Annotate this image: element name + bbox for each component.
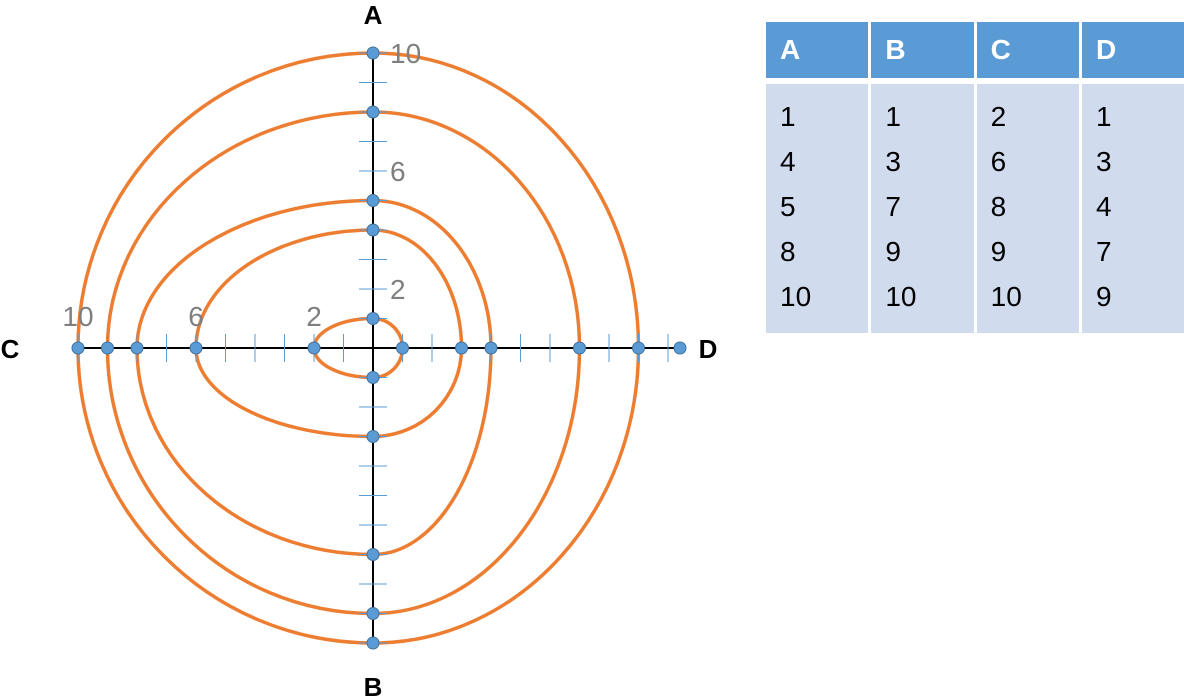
axis-label-a: A <box>364 0 383 30</box>
tick-label: 2 <box>390 274 406 305</box>
table-column-c: 2 6 8 9 10 <box>975 81 1082 333</box>
tick-label: 2 <box>306 301 322 332</box>
table-cell: 8 <box>780 236 796 267</box>
table-header-cell: A <box>766 22 872 84</box>
table-cell: 10 <box>780 281 812 312</box>
data-point <box>484 341 498 355</box>
data-point <box>366 548 380 561</box>
table-cell: 3 <box>885 146 901 177</box>
tick-label: 6 <box>188 301 204 332</box>
data-point <box>573 341 586 355</box>
axis-label-d: D <box>699 334 718 364</box>
radar-diagram: 10 6 2 10 6 2 A B C D <box>1 0 718 698</box>
tick-label: 6 <box>390 156 406 187</box>
table-cell: 9 <box>885 236 901 267</box>
table-column-d: 1 3 4 7 9 <box>1080 81 1184 333</box>
tick-marks <box>77 52 669 644</box>
data-table: A B C D 1 4 5 8 10 1 3 7 9 10 2 6 <box>766 22 1184 333</box>
table-cell: 4 <box>1095 191 1112 222</box>
data-point <box>396 341 409 355</box>
data-point <box>71 341 85 355</box>
table-cell: 1 <box>780 101 796 132</box>
table-cell: 9 <box>990 236 1007 267</box>
data-point <box>632 341 645 355</box>
data-point <box>366 430 380 443</box>
data-point <box>366 636 380 650</box>
table-cell: 10 <box>990 281 1022 312</box>
data-point <box>366 194 380 207</box>
table-cell: 10 <box>885 281 917 312</box>
data-point <box>455 341 468 355</box>
axis-letters: A B C D <box>1 0 718 698</box>
axis-label-c: C <box>1 334 20 364</box>
series-curve <box>135 198 493 557</box>
table-cell: 5 <box>780 191 796 222</box>
data-point <box>366 312 380 325</box>
series-curve <box>105 110 582 616</box>
axis-end-point <box>673 341 687 355</box>
data-point <box>366 46 380 60</box>
table-cell: 9 <box>1095 281 1112 312</box>
table-cell: 7 <box>1095 236 1112 267</box>
table-row: 1 4 5 8 10 1 3 7 9 10 2 6 8 9 10 1 <box>766 81 1184 333</box>
data-point <box>130 341 144 355</box>
table-cell: 2 <box>990 101 1007 132</box>
tick-labels: 10 6 2 10 6 2 <box>62 38 421 332</box>
tick-label: 10 <box>390 38 421 69</box>
table-column-b: 1 3 7 9 10 <box>869 81 977 333</box>
tick-label: 10 <box>62 301 93 332</box>
table-cell: 7 <box>885 191 901 222</box>
table-header-cell: D <box>1080 22 1184 84</box>
table-cell: 1 <box>1095 101 1112 132</box>
data-point <box>366 607 380 620</box>
table-cell: 6 <box>990 146 1007 177</box>
table-cell: 1 <box>885 101 901 132</box>
data-point <box>366 105 380 119</box>
table-cell: 8 <box>990 191 1007 222</box>
table-header-cell: B <box>869 22 977 84</box>
table-cell: 3 <box>1095 146 1112 177</box>
data-point <box>366 223 380 237</box>
table-header-row: A B C D <box>766 22 1184 84</box>
data-point <box>189 341 203 355</box>
table-column-a: 1 4 5 8 10 <box>766 81 872 333</box>
data-point <box>307 341 321 355</box>
data-points <box>71 46 687 650</box>
data-point <box>101 341 114 355</box>
data-point <box>366 371 380 384</box>
series-curve <box>194 228 464 439</box>
table-header-cell: C <box>975 22 1082 84</box>
table-cell: 4 <box>780 146 796 177</box>
axis-label-b: B <box>364 672 383 698</box>
